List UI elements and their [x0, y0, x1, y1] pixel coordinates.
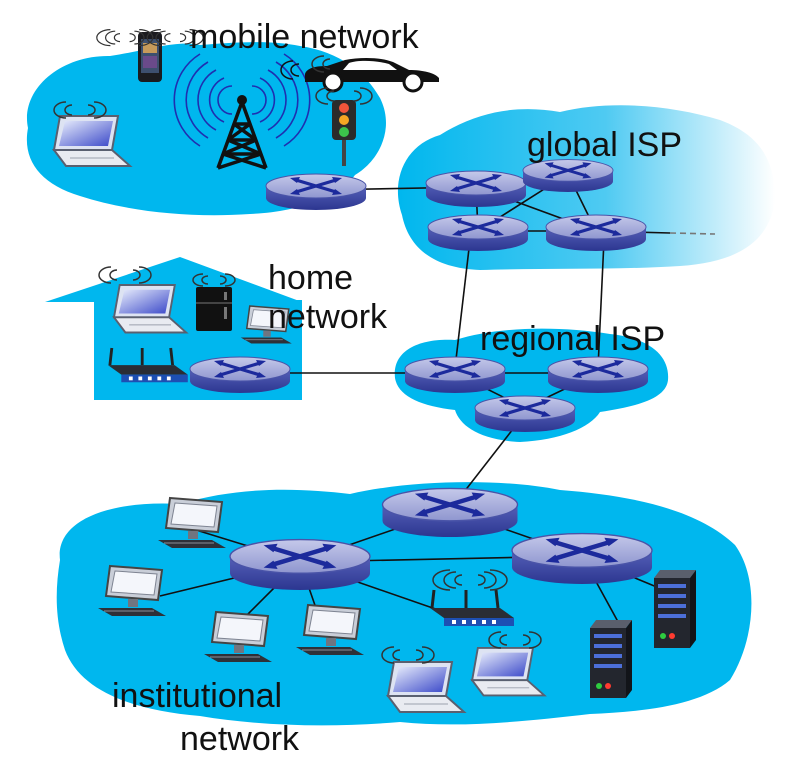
external-link-dashed	[669, 232, 716, 235]
global-isp-label: global ISP	[527, 126, 682, 164]
router-icon	[473, 394, 577, 434]
traffic-light-icon	[332, 100, 356, 166]
router-icon	[512, 534, 652, 584]
router-icon	[521, 158, 615, 194]
wireless-signal-icon	[315, 87, 373, 105]
server-icon	[590, 620, 632, 698]
router-icon	[403, 355, 507, 395]
router-icon	[383, 488, 518, 537]
institutional-network-label-line2: network	[180, 720, 300, 758]
smartphone-icon	[138, 32, 162, 82]
wireless-signal-icon	[381, 646, 435, 664]
router-icon	[230, 540, 370, 590]
wireless-signal-icon	[311, 55, 331, 73]
wireless-signal-icon	[432, 569, 508, 591]
router-icon	[424, 169, 528, 209]
regional-isp-label: regional ISP	[480, 320, 665, 358]
refrigerator-icon	[196, 287, 232, 331]
wireless-signal-icon	[98, 266, 152, 284]
router-icon	[546, 355, 650, 395]
router-icon	[264, 172, 368, 212]
home-network-label-line2: network	[268, 298, 388, 336]
car-icon	[280, 57, 439, 93]
cell-tower-icon	[173, 53, 311, 170]
router-icon	[426, 213, 530, 253]
mobile-network-label: mobile network	[190, 18, 420, 56]
server-icon	[654, 570, 696, 648]
wireless-signal-icon	[192, 273, 236, 287]
institutional-network-label-line1: institutional	[112, 677, 282, 715]
wireless-signal-icon	[53, 101, 107, 119]
router-icon	[188, 355, 292, 395]
wireless-signal-icon	[488, 631, 542, 649]
mobile-network-cloud	[26, 42, 386, 216]
home-network-label-line1: home	[268, 259, 353, 297]
router-icon	[544, 213, 648, 253]
